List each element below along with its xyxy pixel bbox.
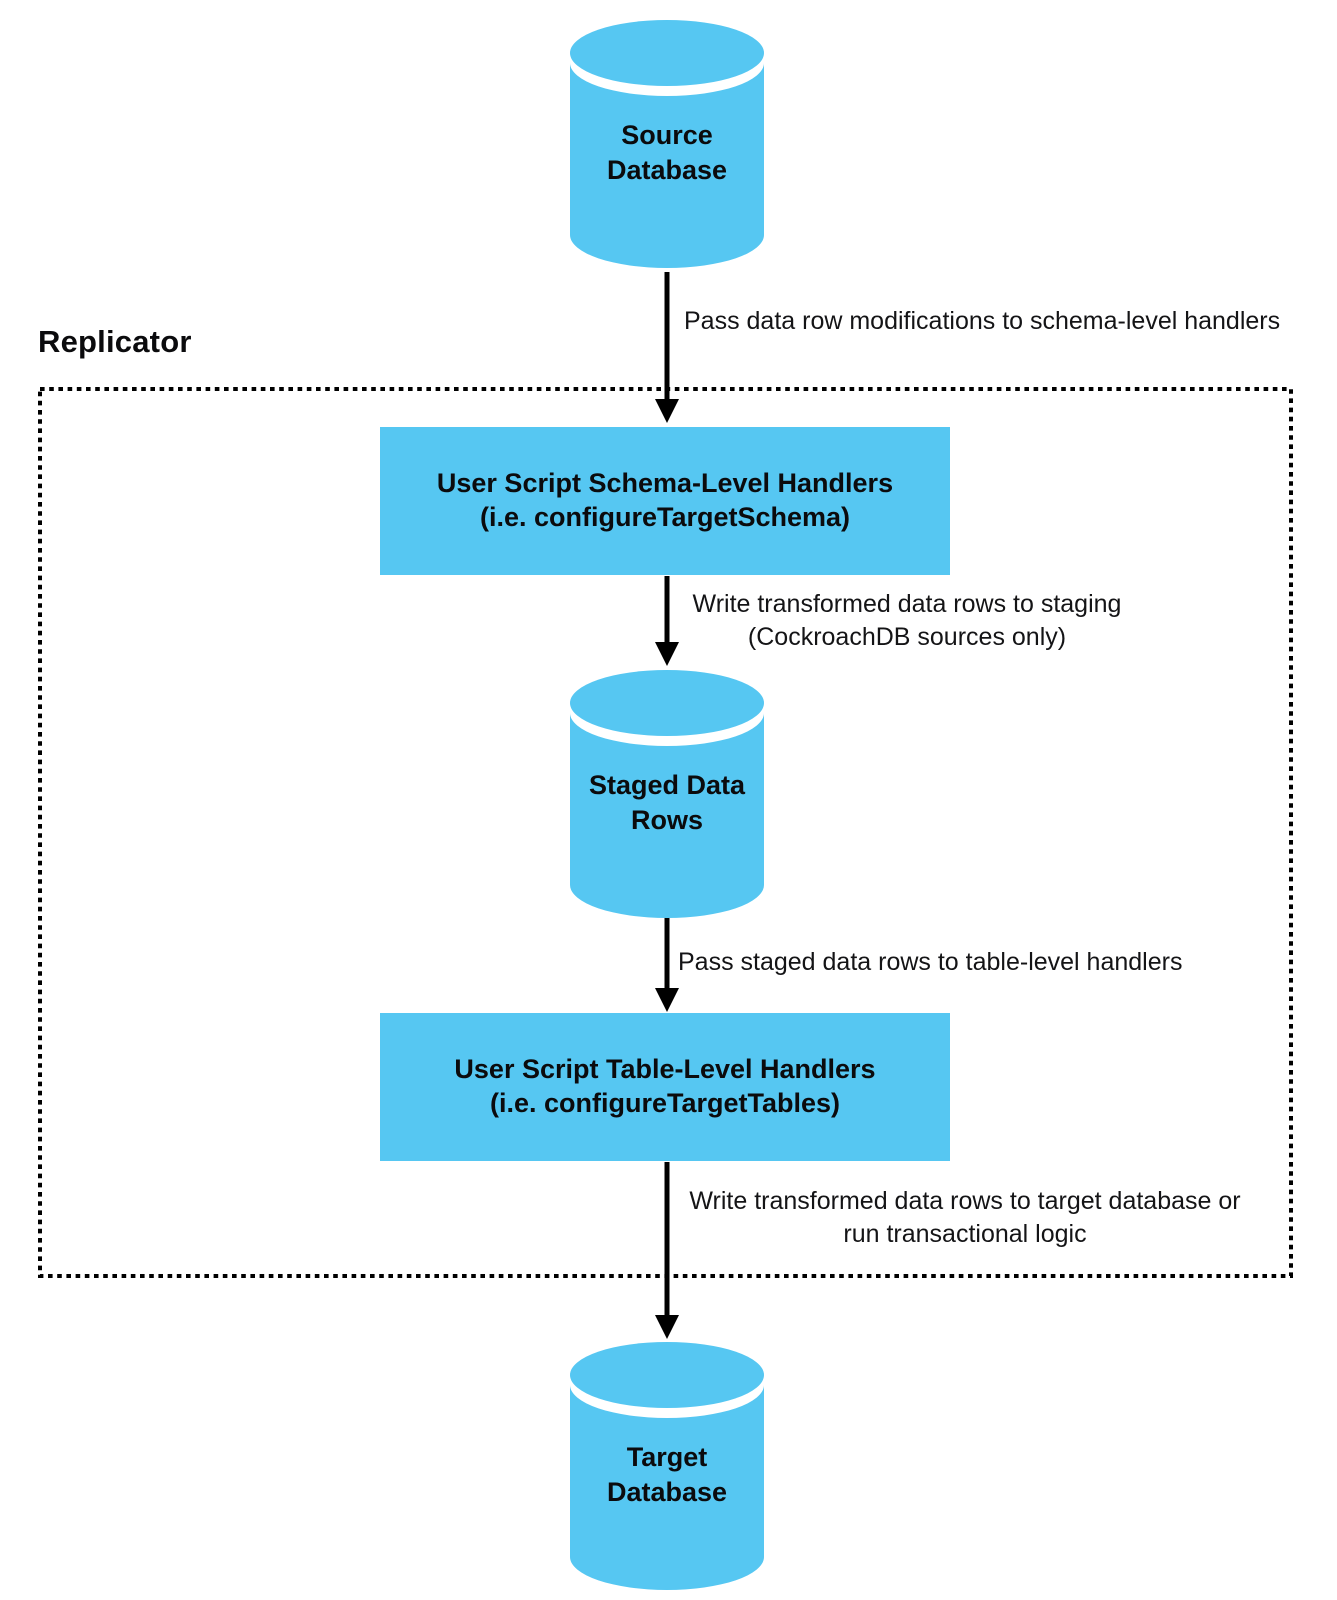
label-line: Staged Data <box>588 770 746 801</box>
label-line: User Script Schema-Level Handlers <box>436 468 894 499</box>
label-line: Target <box>626 1442 708 1473</box>
label-line: run transactional logic <box>843 1220 1087 1248</box>
arrowhead-icon <box>655 1315 679 1339</box>
label-line: Rows <box>630 805 703 835</box>
label-line: User Script Table-Level Handlers <box>454 1054 876 1085</box>
label-line: (i.e. configureTargetTables) <box>489 1088 841 1118</box>
source-database-label: Source Database <box>570 38 764 268</box>
label-line: Write transformed data rows to target da… <box>689 1187 1241 1215</box>
database-cylinder-icon <box>570 20 764 268</box>
target-database-label: Target Database <box>570 1360 764 1590</box>
arrow-source-to-schema-handlers <box>655 272 679 423</box>
staged-data-rows-node: Staged Data Rows <box>570 670 764 918</box>
label-line: Write transformed data rows to staging <box>692 590 1122 618</box>
arrowhead-icon <box>655 988 679 1012</box>
database-cylinder-icon <box>570 1342 764 1590</box>
staged-data-rows-label: Staged Data Rows <box>570 688 764 918</box>
label-line: (CockroachDB sources only) <box>747 623 1067 651</box>
label-line: Pass staged data rows to table-level han… <box>678 948 1183 976</box>
target-database-node: Target Database <box>570 1342 764 1590</box>
arrow-staged-to-table-handlers <box>655 908 679 1012</box>
label-line: Database <box>606 155 728 185</box>
replicator-boundary-title: Replicator <box>38 324 192 359</box>
source-database-node: Source Database <box>570 20 764 268</box>
edge-label-staged-to-table: Pass staged data rows to table-level han… <box>678 946 1182 979</box>
schema-level-handlers-box: User Script Schema-Level Handlers (i.e. … <box>380 427 950 575</box>
arrow-schema-handlers-to-staged <box>655 576 679 666</box>
arrow-table-handlers-to-target <box>655 1162 679 1339</box>
table-level-handlers-box: User Script Table-Level Handlers (i.e. c… <box>380 1013 950 1161</box>
label-line: Source <box>621 120 713 151</box>
database-cylinder-icon <box>570 670 764 918</box>
label-line: Pass data row modifications to schema-le… <box>684 307 1281 335</box>
label-line: Database <box>606 1477 728 1507</box>
label-line: (i.e. configureTargetSchema) <box>479 502 851 532</box>
edge-label-table-to-target: Write transformed data rows to target da… <box>665 1185 1265 1251</box>
edge-label-source-to-schema: Pass data row modifications to schema-le… <box>684 305 1280 338</box>
arrowhead-icon <box>655 399 679 423</box>
edge-label-schema-to-staged: Write transformed data rows to staging (… <box>657 588 1157 654</box>
arrowhead-icon <box>655 642 679 666</box>
